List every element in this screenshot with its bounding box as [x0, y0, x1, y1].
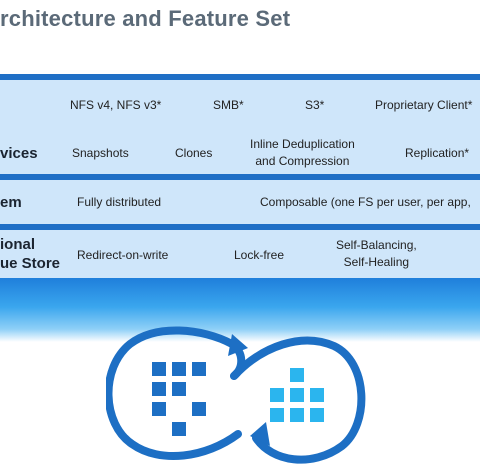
feature-smb: SMB*	[213, 98, 244, 112]
feature-self-balancing: Self-Balancing, Self-Healing	[336, 238, 417, 269]
gradient-band	[0, 278, 480, 342]
feature-row-protocols: NFS v4, NFS v3* SMB* S3* Proprietary Cli…	[0, 74, 480, 138]
feature-lock-free: Lock-free	[234, 248, 285, 262]
feature-row-store: ional ue Store Redirect-on-write Lock-fr…	[0, 230, 480, 278]
row-category-label: em	[0, 194, 22, 211]
feature-proprietary-client: Proprietary Client*	[375, 98, 473, 112]
infinity-loop-storage-logo-icon	[106, 326, 366, 464]
feature-s3: S3*	[305, 98, 325, 112]
feature-snapshots: Snapshots	[72, 146, 129, 160]
feature-row-services: vices Snapshots Clones Inline Deduplicat…	[0, 132, 480, 180]
feature-composable: Composable (one FS per user, per app,	[260, 195, 471, 209]
row-category-label: ional ue Store	[0, 236, 61, 272]
feature-replication: Replication*	[405, 146, 470, 160]
row-category-label: vices	[0, 145, 38, 162]
feature-clones: Clones	[175, 146, 213, 160]
feature-dedup-compression: Inline Deduplication and Compression	[250, 137, 355, 168]
feature-row-filesystem: em Fully distributed Composable (one FS …	[0, 180, 480, 230]
feature-redirect-on-write: Redirect-on-write	[77, 248, 169, 262]
page-title: rchitecture and Feature Set	[0, 6, 291, 31]
feature-fully-distributed: Fully distributed	[77, 195, 162, 209]
feature-nfs: NFS v4, NFS v3*	[70, 98, 162, 112]
